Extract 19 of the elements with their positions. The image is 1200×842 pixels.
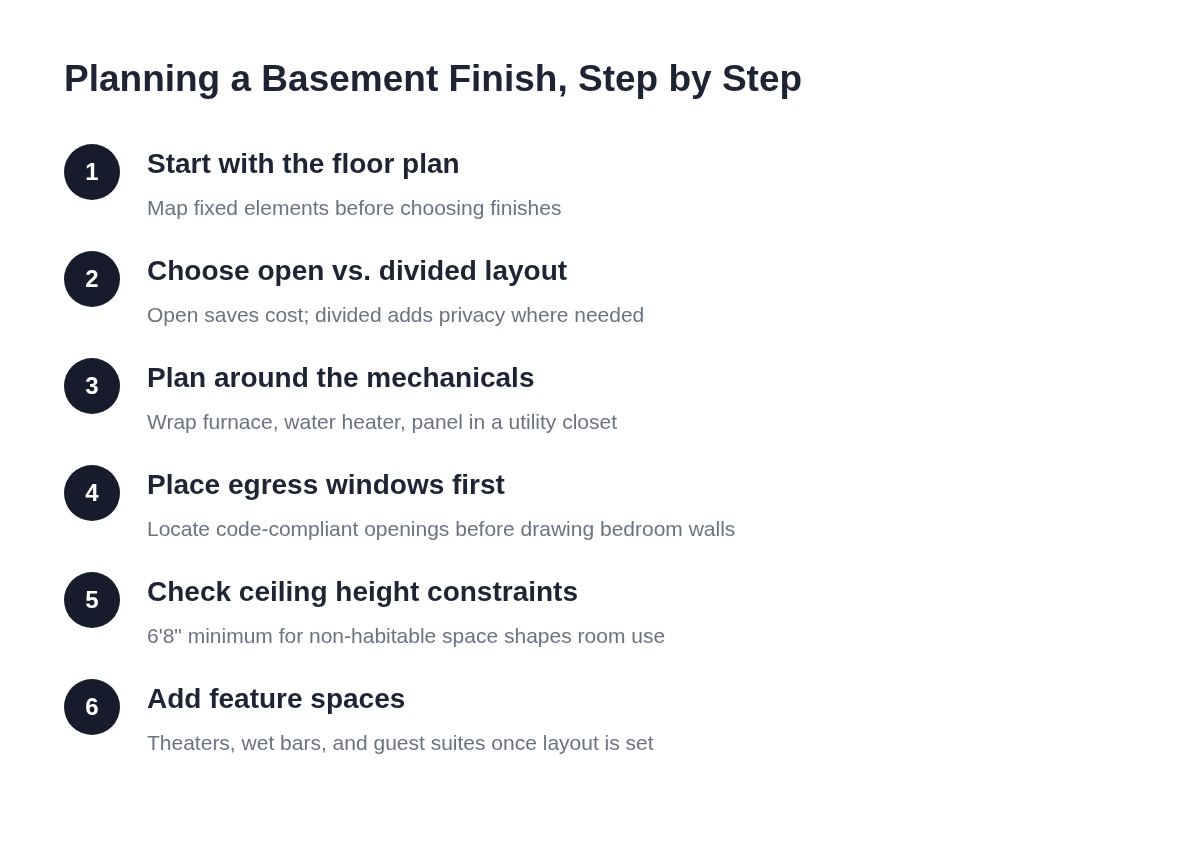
step-number-circle: 5: [64, 572, 120, 628]
step-description: Map fixed elements before choosing finishes: [147, 196, 562, 220]
step-description: Wrap furnace, water heater, panel in a utility closet: [147, 410, 618, 434]
step-heading: Place egress windows first: [147, 469, 505, 501]
step-number-circle: 3: [64, 358, 120, 414]
step-description: 6'8" minimum for non-habitable space shapes room use: [147, 624, 666, 648]
step-number-circle: 1: [64, 144, 120, 200]
step-description: Open saves cost; divided adds privacy where needed: [147, 303, 645, 327]
step-number-circle: 4: [64, 465, 120, 521]
title: Planning a Basement Finish, Step by Step: [64, 58, 803, 100]
step-number-circle: 2: [64, 251, 120, 307]
step-number-circle: 6: [64, 679, 120, 735]
step-description: Theaters, wet bars, and guest suites once layout is set: [147, 731, 654, 755]
step-description: Locate code-compliant openings before drawing bedroom walls: [147, 517, 736, 541]
step-heading: Check ceiling height constraints: [147, 576, 578, 608]
step-heading: Start with the floor plan: [147, 148, 460, 180]
step-heading: Choose open vs. divided layout: [147, 255, 568, 287]
step-heading: Add feature spaces: [147, 683, 406, 715]
step-heading: Plan around the mechanicals: [147, 362, 535, 394]
